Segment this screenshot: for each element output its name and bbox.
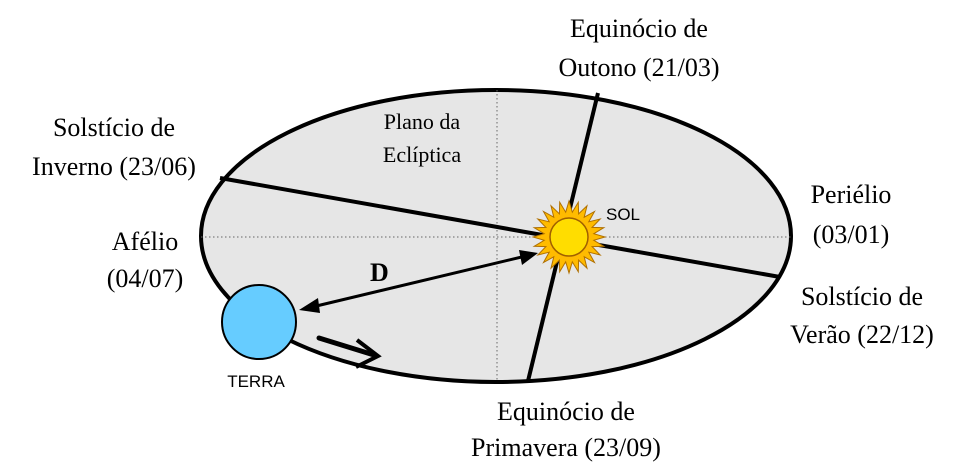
sun-label: SOL	[606, 205, 640, 224]
winter-solstice-label-line2: Inverno (23/06)	[32, 152, 196, 181]
aphelion-label-line2: (04/07)	[107, 264, 184, 293]
spring-equinox-label-line1: Equinócio de	[497, 397, 635, 426]
sun-icon	[531, 199, 607, 275]
aphelion-label-line1: Afélio	[112, 227, 178, 256]
summer-solstice-label-line2: Verão (22/12)	[790, 320, 934, 349]
distance-label: D	[370, 258, 389, 287]
orbit-direction-arrow-icon	[316, 335, 382, 369]
perihelion-label-line1: Periélio	[811, 180, 892, 209]
sun-disc	[549, 217, 589, 257]
distance-arrow	[299, 250, 538, 313]
ecliptic-plane	[199, 88, 793, 384]
earth-icon	[221, 284, 297, 360]
solstice-line	[219, 176, 781, 279]
winter-solstice-label-line1: Solstício de	[53, 113, 175, 142]
plane-label-line2: Eclíptica	[383, 142, 461, 167]
autumn-equinox-label-line2: Outono (21/03)	[558, 53, 719, 82]
spring-equinox-label-line2: Primavera (23/09)	[471, 433, 661, 462]
earth-label: TERRA	[227, 372, 285, 391]
summer-solstice-label-line1: Solstício de	[801, 282, 923, 311]
autumn-equinox-label-line1: Equinócio de	[570, 14, 708, 43]
perihelion-label-line2: (03/01)	[813, 220, 890, 249]
plane-label-line1: Plano da	[384, 109, 461, 134]
